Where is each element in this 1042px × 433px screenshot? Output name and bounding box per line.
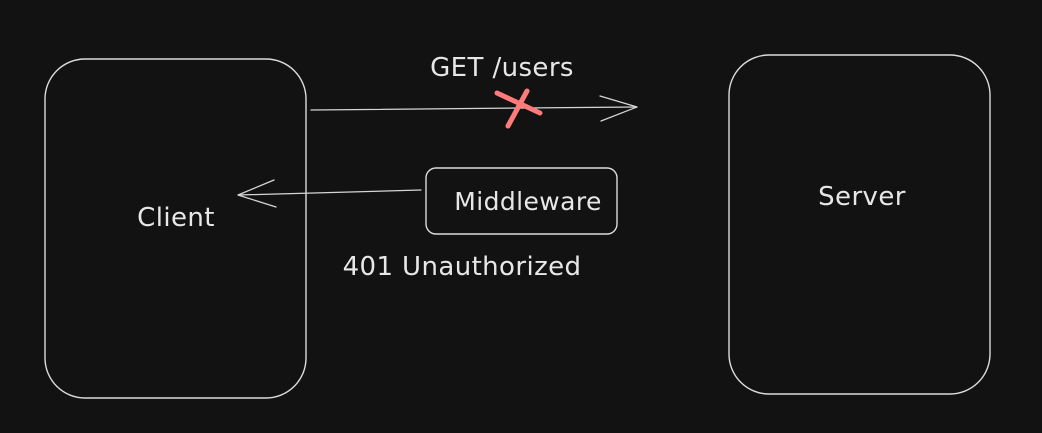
server-box: [728, 54, 991, 395]
response-arrow: [237, 179, 422, 208]
request-label: GET /users: [430, 53, 574, 83]
request-arrow: [310, 95, 638, 122]
middleware-box: [425, 167, 618, 235]
middleware-label: Middleware: [454, 187, 601, 216]
blocked-x-icon: [494, 88, 543, 129]
response-arrow-head: [237, 179, 277, 208]
request-arrow-head: [599, 95, 638, 122]
response-label: 401 Unauthorized: [343, 252, 582, 282]
request-arrow-shaft: [310, 106, 638, 111]
client-label: Client: [137, 203, 215, 233]
server-label: Server: [818, 182, 906, 212]
client-box: [44, 58, 307, 399]
response-arrow-shaft: [237, 189, 422, 196]
